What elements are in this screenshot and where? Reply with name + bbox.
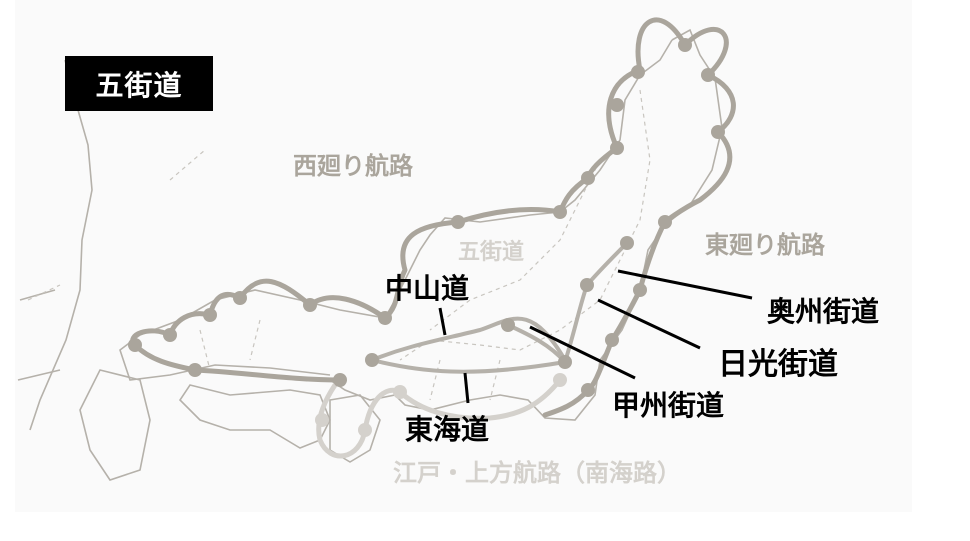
- province-borders: [27, 89, 651, 401]
- map-title: 五街道: [65, 56, 213, 111]
- south-route-dots: [315, 373, 567, 437]
- tokaido-route: [370, 358, 567, 374]
- sea-route-south: [316, 377, 563, 459]
- center-label: 五街道: [458, 240, 525, 265]
- sea-route-west: [130, 17, 688, 383]
- nakasendo-route: [370, 316, 567, 362]
- port-dots: [128, 38, 725, 397]
- sea-route-east: [542, 26, 736, 418]
- nakasendo-label: 中山道: [385, 272, 470, 305]
- nikko-label: 日光街道: [718, 347, 838, 382]
- oshu-label: 奥州街道: [767, 295, 880, 328]
- west-sea-route-label: 西廻り航路: [293, 152, 413, 180]
- tokaido-label: 東海道: [405, 413, 490, 446]
- east-sea-route-label: 東廻り航路: [705, 231, 825, 259]
- leader-lines: [438, 269, 753, 404]
- oshu-route: [585, 241, 629, 287]
- south-sea-route-label: 江戸・上方航路（南海路）: [393, 459, 681, 487]
- koshu-label: 甲州街道: [612, 389, 725, 422]
